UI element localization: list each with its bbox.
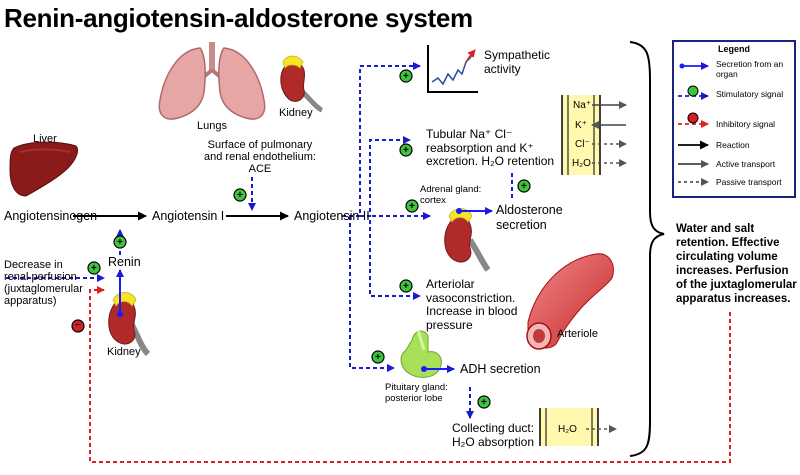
adh-node: ADH secretion	[460, 362, 541, 376]
minus-badge	[71, 319, 85, 333]
plus-symbol: +	[237, 190, 243, 201]
legend-item-passive: Passive transport	[716, 177, 782, 187]
adrenal-kidney-icon	[444, 208, 491, 272]
vasoconstriction-label: Arteriolar vasoconstriction. Increase in…	[426, 277, 518, 332]
outcome-label: Water and salt retention. Effective circ…	[676, 223, 797, 305]
ion-h2o-lower: H₂O	[558, 424, 577, 435]
legend-item-reaction: Reaction	[716, 140, 750, 150]
minus-symbol: −	[75, 320, 81, 331]
legend-item-secretion: Secretion from an organ	[716, 59, 784, 79]
plus-badge	[233, 188, 247, 202]
angiotensin-1-node: Angiotensin I	[152, 209, 225, 223]
plus-badge	[371, 350, 385, 364]
secretion-arrows	[116, 207, 493, 373]
plus-symbol: +	[409, 201, 415, 212]
liver-label: Liver	[33, 133, 57, 145]
stimulatory-signals	[6, 62, 513, 419]
inhibitory-signal	[89, 286, 731, 463]
pituitary-icon	[400, 329, 442, 378]
kidney-top-icon	[280, 55, 324, 113]
plus-badge	[399, 69, 413, 83]
kidney-top-label: Kidney	[279, 107, 313, 119]
plus-badge	[405, 199, 419, 213]
sympathetic-graph	[427, 45, 478, 93]
plus-symbol: +	[117, 237, 123, 248]
plus-symbol: +	[91, 263, 97, 274]
legend-swatches	[678, 62, 709, 186]
ion-na: Na⁺	[573, 100, 592, 111]
plus-badge	[517, 179, 531, 193]
plus-symbol: +	[481, 397, 487, 408]
outcome-brace	[629, 41, 665, 457]
pituitary-label: Pituitary gland: posterior lobe	[385, 382, 448, 404]
plus-badge	[477, 395, 491, 409]
legend-title: Legend	[717, 44, 750, 54]
kidney-bottom-label: Kidney	[107, 346, 141, 358]
angiotensinogen-node: Angiotensinogen	[4, 209, 98, 223]
perfusion-label: Decrease in renal perfusion (juxtaglomer…	[4, 259, 83, 307]
plus-symbol: +	[375, 352, 381, 363]
plus-badge	[113, 235, 127, 249]
membrane-lower	[539, 408, 617, 446]
signal-badges	[71, 69, 531, 409]
legend-item-active: Active transport	[716, 159, 776, 169]
lungs-icon	[158, 42, 266, 120]
collecting-duct-label: Collecting duct: H₂O absorption	[452, 421, 535, 449]
membrane-upper	[561, 95, 627, 175]
aldosterone-node: Aldosterone secretion	[496, 203, 563, 232]
plus-symbol: +	[403, 281, 409, 292]
tubular-label: Tubular Na⁺ Cl⁻ reabsorption and K⁺ excr…	[426, 127, 555, 168]
ion-h2o: H₂O	[572, 158, 591, 169]
plus-symbol: +	[521, 181, 527, 192]
arteriole-label: Arteriole	[557, 328, 598, 340]
page-title: Renin-angiotensin-aldosterone system	[4, 3, 473, 33]
renin-node: Renin	[108, 255, 141, 269]
adrenal-label: Adrenal gland: cortex	[420, 184, 482, 206]
legend: Legend Secretion from an organ Stimulato…	[672, 40, 796, 198]
angiotensin-2-node: Angiotensin II	[294, 209, 370, 223]
plus-badge	[399, 279, 413, 293]
plus-symbol: +	[403, 71, 409, 82]
endothelium-label: Surface of pulmonary and renal endotheli…	[204, 139, 316, 175]
plus-symbol: +	[403, 145, 409, 156]
plus-badge	[399, 143, 413, 157]
legend-item-stimulatory: Stimulatory signal	[716, 89, 784, 99]
liver-icon	[9, 141, 79, 197]
sympathetic-label: Sympathetic activity	[484, 48, 551, 76]
lungs-label: Lungs	[197, 120, 227, 132]
plus-badge	[87, 261, 101, 275]
kidney-bottom-icon	[108, 292, 151, 357]
legend-item-inhibitory: Inhibitory signal	[716, 119, 776, 129]
arteriole-icon	[526, 253, 614, 350]
ion-k: K⁺	[575, 120, 587, 131]
ion-cl: Cl⁻	[575, 139, 590, 150]
